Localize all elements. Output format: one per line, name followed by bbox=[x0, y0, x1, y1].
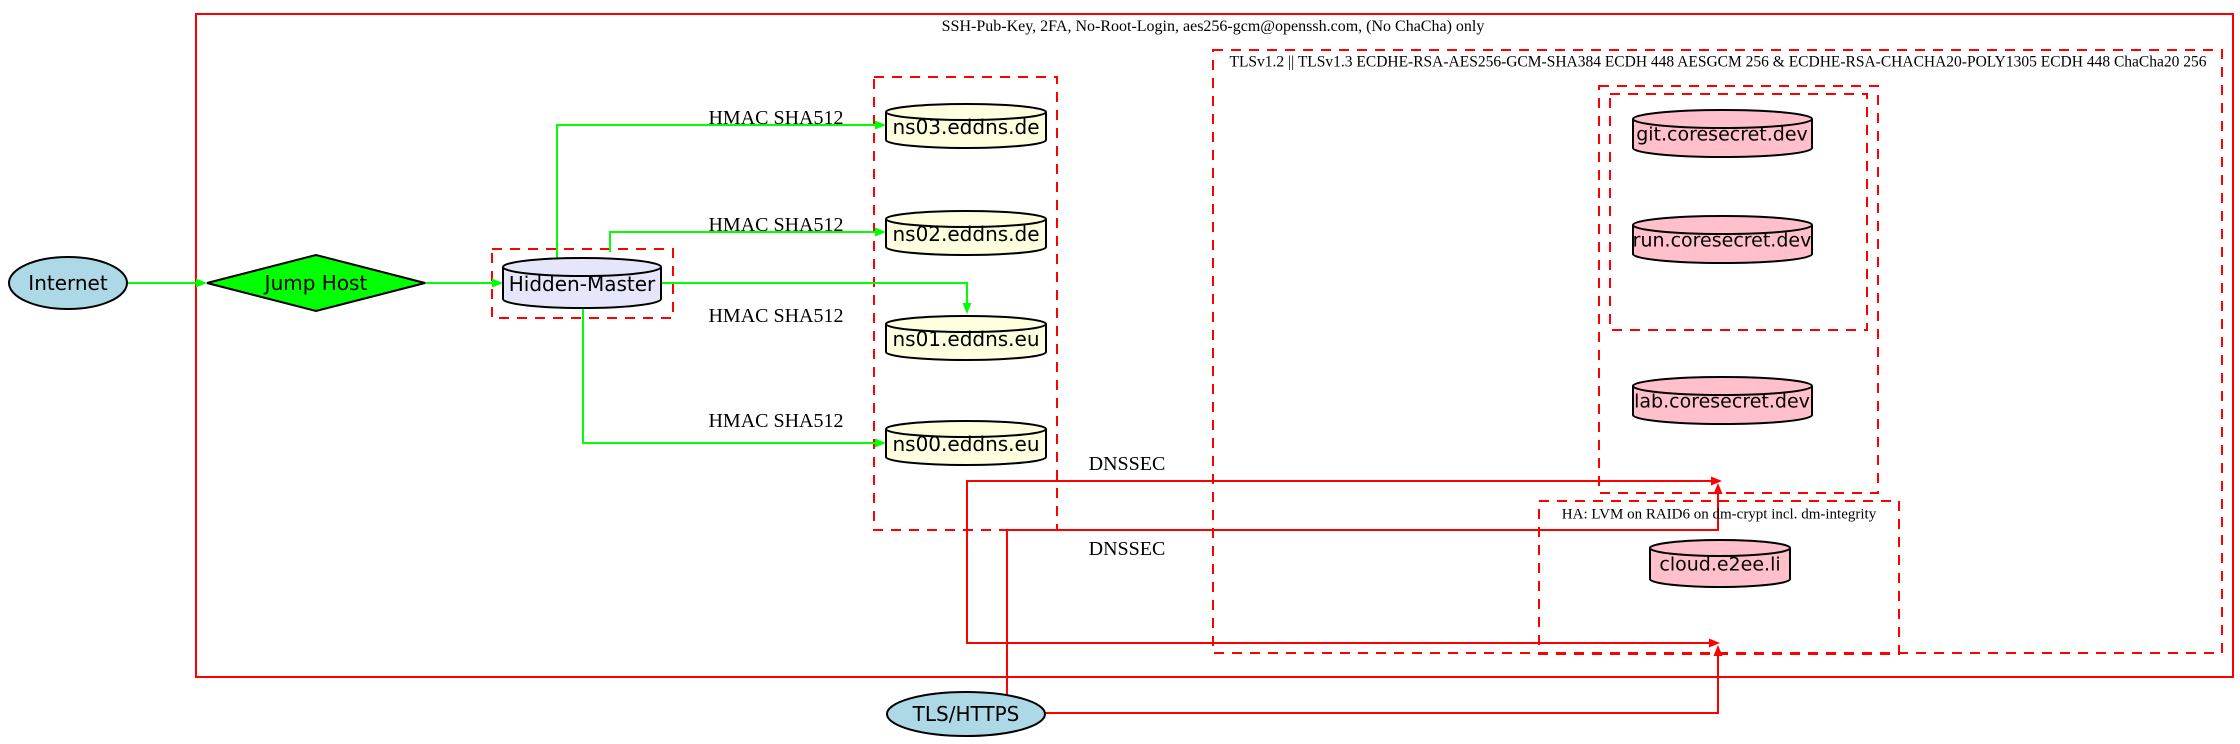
git-run-cluster-box bbox=[1609, 93, 1868, 331]
node-ns03 bbox=[885, 103, 1047, 149]
node-label-internet: Internet bbox=[28, 271, 108, 295]
ssh-cluster-label: SSH-Pub-Key, 2FA, No-Root-Login, aes256-… bbox=[941, 18, 1485, 35]
node-cloud bbox=[1649, 539, 1791, 588]
node-tls-https bbox=[886, 691, 1046, 737]
node-label-ns00: ns00.eddns.eu bbox=[892, 432, 1040, 456]
node-git bbox=[1632, 109, 1813, 158]
node-label-ns03: ns03.eddns.de bbox=[892, 115, 1040, 139]
edge-hiddenmaster-to-ns02 bbox=[609, 227, 886, 252]
arrowhead-right-icon bbox=[1709, 638, 1720, 648]
node-label-ns01: ns01.eddns.eu bbox=[892, 327, 1040, 351]
node-hidden-master bbox=[502, 257, 662, 309]
ssh-cluster-box bbox=[195, 13, 2234, 678]
node-label-hidden-master: Hidden-Master bbox=[508, 272, 656, 296]
node-lab bbox=[1632, 376, 1813, 425]
node-label-run: run.coresecret.dev bbox=[1632, 229, 1812, 252]
node-label-lab: lab.coresecret.dev bbox=[1634, 390, 1810, 413]
node-ns02 bbox=[885, 210, 1047, 256]
node-jump-host bbox=[206, 253, 426, 313]
hidden-master-box bbox=[491, 248, 674, 319]
dns-cluster-box bbox=[873, 76, 1058, 531]
ha-cluster-label: HA: LVM on RAID6 on dm-crypt incl. dm-in… bbox=[1561, 506, 1877, 523]
node-label-cloud: cloud.e2ee.li bbox=[1659, 553, 1781, 576]
node-label-tls-https: TLS/HTTPS bbox=[912, 702, 1020, 726]
edge-hiddenmaster-to-ns01 bbox=[661, 282, 972, 314]
edge-label-dnssec-1: DNSSEC bbox=[1088, 453, 1166, 475]
node-run bbox=[1632, 215, 1813, 264]
edge-label-dnssec-2: DNSSEC bbox=[1088, 538, 1166, 560]
edge-label-hmac-2: HMAC SHA512 bbox=[708, 214, 844, 236]
arrowhead-down-icon bbox=[962, 303, 972, 314]
tls-cluster-box bbox=[1212, 49, 2223, 654]
node-internet bbox=[8, 256, 128, 310]
arrowhead-right-icon bbox=[875, 227, 886, 237]
edge-hiddenmaster-to-ns00 bbox=[582, 306, 886, 448]
edge-jumphost-to-hiddenmaster bbox=[425, 278, 503, 288]
arrowhead-right-icon bbox=[875, 438, 886, 448]
node-label-ns02: ns02.eddns.de bbox=[892, 222, 1040, 246]
node-ns01 bbox=[885, 315, 1047, 361]
node-label-git: git.coresecret.dev bbox=[1636, 123, 1808, 146]
arrowhead-up-icon bbox=[1713, 645, 1723, 656]
edge-label-hmac-1: HMAC SHA512 bbox=[708, 107, 844, 129]
arrowhead-up-icon bbox=[1713, 483, 1723, 494]
edge-dns-to-ha-dnssec bbox=[966, 530, 1720, 648]
edge-label-hmac-4: HMAC SHA512 bbox=[708, 410, 844, 432]
edge-tlshttps-to-ha bbox=[1045, 645, 1723, 714]
arrowhead-right-icon bbox=[492, 278, 503, 288]
node-label-jump-host: Jump Host bbox=[264, 271, 368, 295]
edge-tlshttps-to-coresecret bbox=[1006, 483, 1723, 695]
arrowhead-right-icon bbox=[875, 120, 886, 130]
edge-label-hmac-3: HMAC SHA512 bbox=[708, 305, 844, 327]
edge-dns-to-coresecret-dnssec bbox=[966, 476, 1722, 530]
tls-cluster-label: TLSv1.2 || TLSv1.3 ECDHE-RSA-AES256-GCM-… bbox=[1229, 53, 2207, 71]
edge-internet-to-jumphost bbox=[128, 278, 207, 288]
node-ns00 bbox=[885, 420, 1047, 466]
edge-hiddenmaster-to-ns03 bbox=[556, 120, 886, 261]
arrowhead-right-icon bbox=[196, 278, 207, 288]
arrowhead-right-icon bbox=[1711, 476, 1722, 486]
